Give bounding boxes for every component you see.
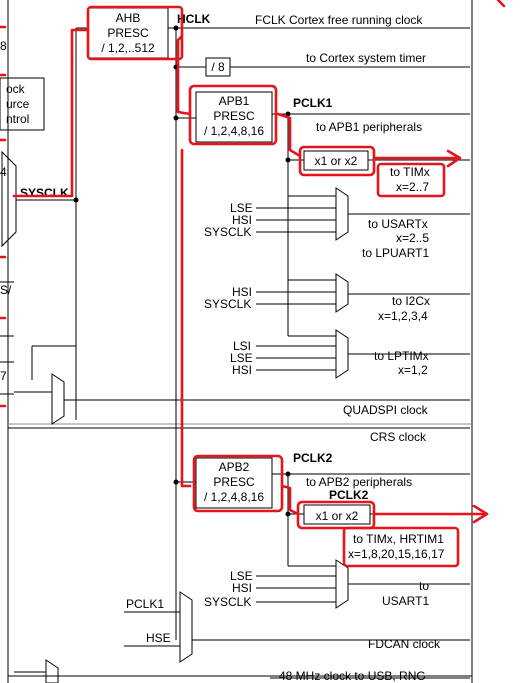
apb1-line2: PRESC — [213, 109, 255, 123]
red-hclk-down-path — [180, 148, 192, 488]
clock-source-text-2: urce — [6, 97, 30, 111]
usart1-hsi: HSI — [232, 581, 252, 595]
fragment-4: 4 — [0, 165, 7, 179]
apb1-line3: / 1,2,4,8,16 — [204, 124, 264, 138]
i2c-mux — [335, 273, 349, 313]
i2c-hsi: HSI — [232, 285, 252, 299]
apb2-tim-label-2: x=1,8,20,15,16,17 — [348, 547, 445, 561]
apb2-presc-box — [195, 457, 273, 509]
quadspi-mux — [51, 373, 65, 425]
red-tim-apb1-highlight — [376, 162, 446, 198]
pclk2-label: PCLK2 — [293, 451, 333, 465]
usb-label: 48 MHz clock to USB, RNG — [279, 669, 426, 683]
red-hclk-path — [176, 34, 192, 116]
red-ahb-highlight — [86, 5, 184, 61]
lptim-lse: LSE — [230, 351, 253, 365]
apb1-line1: APB1 — [219, 94, 250, 108]
apb2-line3: / 1,2,4,8,16 — [204, 490, 264, 504]
lptim-mux — [335, 329, 349, 379]
quadspi-label: QUADSPI clock — [343, 403, 429, 417]
apb2-line2: PRESC — [213, 475, 255, 489]
apb2-tim-label-1: to TIMx, HRTIM1 — [353, 532, 444, 546]
apb2-periph-label: to APB2 peripherals — [306, 475, 412, 489]
pclk1-label: PCLK1 — [293, 96, 333, 110]
red-apb1-mult-highlight — [298, 145, 376, 177]
junction-dot — [173, 25, 179, 31]
fragment-7: 7 — [0, 369, 7, 383]
red-apb1-highlight — [188, 84, 278, 146]
usart1-out-1: to — [419, 579, 429, 593]
bottom-mux — [45, 659, 59, 683]
red-apb2-highlight — [192, 454, 284, 513]
lptim-hsi: HSI — [232, 363, 252, 377]
junction-dot — [285, 111, 291, 117]
usart1-out-2: USART1 — [382, 594, 429, 608]
junction-dot — [173, 115, 179, 121]
junction-dot — [285, 471, 291, 477]
usart-out-1: to USARTx — [368, 217, 428, 231]
clock-source-control-box — [0, 77, 45, 131]
ahb-line3: / 1,2,..512 — [101, 41, 155, 55]
red-pclk2-path — [280, 484, 300, 516]
i2c-sysclk: SYSCLK — [204, 297, 251, 311]
usart-out-2: x=2..5 — [396, 231, 429, 245]
div8-label: / 8 — [211, 60, 225, 74]
fclk-label: FCLK Cortex free running clock — [255, 13, 423, 27]
usart-mux — [335, 187, 349, 241]
usart1-sysclk: SYSCLK — [204, 595, 251, 609]
apb1-tim-label-1: to TIMx — [390, 165, 430, 179]
junction-dot — [173, 479, 179, 485]
red-tim-apb2-highlight — [342, 526, 460, 568]
fragment-8: 8 — [0, 39, 7, 53]
apb1-mult-label: x1 or x2 — [315, 154, 358, 168]
pclk2-overlap-label: PCLK2 — [329, 488, 369, 502]
junction-dot — [285, 157, 291, 163]
apb1-presc-box — [195, 91, 273, 143]
fragment-s: S/ — [0, 283, 12, 297]
sysclk-label: SYSCLK — [20, 186, 69, 200]
fdcan-out: FDCAN clock — [368, 637, 441, 651]
ahb-line1: AHB — [116, 11, 141, 25]
fdcan-mux — [179, 591, 193, 663]
apb1-tim-label-2: x=2..7 — [396, 180, 429, 194]
red-sysclk-path — [12, 28, 90, 198]
red-top-mark — [496, 0, 506, 8]
usart1-lse: LSE — [230, 569, 253, 583]
red-pclk1-path — [276, 112, 302, 158]
lptim-out-2: x=1,2 — [398, 363, 428, 377]
apb2-mult-label: x1 or x2 — [316, 509, 359, 523]
red-arrow-1-head — [446, 149, 462, 168]
usart-sysclk: SYSCLK — [204, 225, 251, 239]
hclk-label: HCLK — [177, 12, 211, 26]
clock-source-text-3: ntrol — [6, 112, 29, 126]
red-arrow-2-head — [472, 504, 489, 524]
ahb-line2: PRESC — [107, 26, 149, 40]
usart-lse: LSE — [230, 201, 253, 215]
i2c-out-1: to I2Cx — [392, 294, 430, 308]
lptim-lsi: LSI — [233, 339, 251, 353]
fdcan-hse: HSE — [146, 631, 171, 645]
usart-hsi: HSI — [232, 213, 252, 227]
lptim-out-1: to LPTIMx — [374, 349, 429, 363]
i2c-out-2: x=1,2,3,4 — [378, 309, 428, 323]
apb2-line1: APB2 — [219, 460, 250, 474]
fdcan-pclk1: PCLK1 — [126, 597, 164, 611]
apb1-periph-label: to APB1 peripherals — [316, 120, 422, 134]
sysclk-mux — [1, 150, 17, 248]
junction-dot — [285, 511, 291, 517]
sys-timer-label: to Cortex system timer — [306, 51, 426, 65]
clock-source-text-1: ock — [6, 82, 26, 96]
crs-label: CRS clock — [370, 430, 427, 444]
usart-out-3: to LPUART1 — [362, 246, 429, 260]
